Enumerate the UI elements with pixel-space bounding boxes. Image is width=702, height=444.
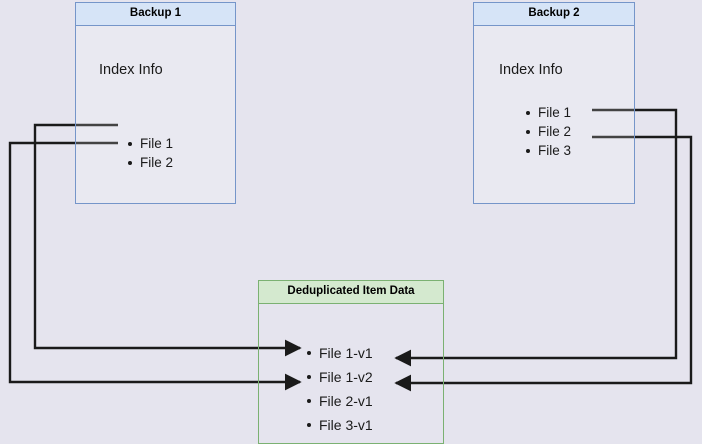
backup-2-title: Backup 2 <box>474 3 634 26</box>
list-item[interactable]: File 3 <box>525 141 571 160</box>
list-item[interactable]: File 2-v1 <box>306 389 373 413</box>
backup-2-file-list: File 1 File 2 File 3 <box>525 103 571 160</box>
list-item[interactable]: File 2 <box>127 153 173 172</box>
backup-2-body: Index Info File 1 File 2 File 3 <box>474 26 634 203</box>
backup-1-title: Backup 1 <box>76 3 235 26</box>
backup-1-index-info-label: Index Info <box>99 62 163 78</box>
list-item[interactable]: File 1 <box>127 134 173 153</box>
list-item[interactable]: File 1-v1 <box>306 341 373 365</box>
list-item[interactable]: File 3-v1 <box>306 413 373 437</box>
list-item[interactable]: File 1-v2 <box>306 365 373 389</box>
list-item[interactable]: File 2 <box>525 122 571 141</box>
deduplicated-file-list: File 1-v1 File 1-v2 File 2-v1 File 3-v1 <box>306 341 373 437</box>
deduplicated-item-data-title: Deduplicated Item Data <box>259 281 443 304</box>
deduplicated-item-data-body: File 1-v1 File 1-v2 File 2-v1 File 3-v1 <box>259 304 443 443</box>
backup-2-box[interactable]: Backup 2 Index Info File 1 File 2 File 3 <box>473 2 635 204</box>
backup-2-index-info-label: Index Info <box>499 62 563 78</box>
backup-1-body: Index Info File 1 File 2 <box>76 26 235 203</box>
backup-1-box[interactable]: Backup 1 Index Info File 1 File 2 <box>75 2 236 204</box>
list-item[interactable]: File 1 <box>525 103 571 122</box>
backup-1-file-list: File 1 File 2 <box>127 134 173 172</box>
deduplicated-item-data-box[interactable]: Deduplicated Item Data File 1-v1 File 1-… <box>258 280 444 444</box>
